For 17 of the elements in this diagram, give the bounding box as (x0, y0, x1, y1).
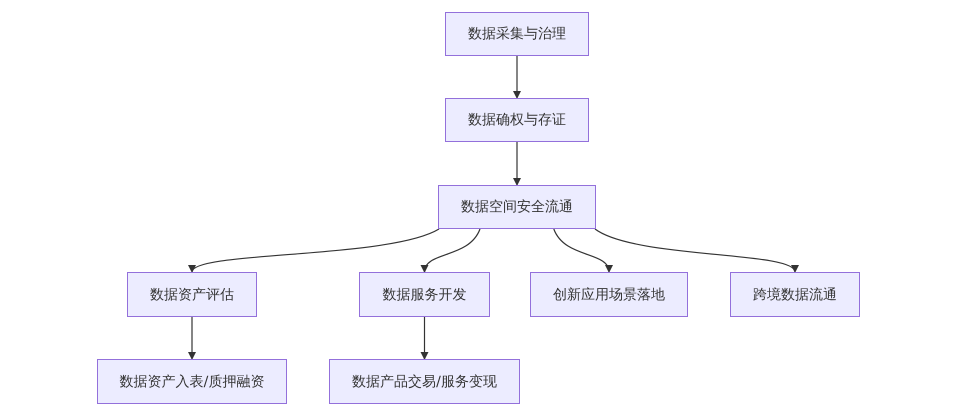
arrow (188, 317, 196, 360)
process-box: 数据确权与存证 (445, 98, 589, 142)
arrow (420, 317, 428, 360)
arrow (422, 228, 481, 273)
process-box: 创新应用场景落地 (530, 272, 688, 317)
arrow (594, 228, 796, 273)
process-box: 数据空间安全流通 (438, 185, 596, 229)
process-box: 跨境数据流通 (730, 272, 860, 317)
process-box: 数据产品交易/服务变现 (329, 359, 520, 404)
process-box: 数据采集与治理 (445, 12, 589, 56)
arrow (191, 228, 440, 273)
process-box: 数据服务开发 (359, 272, 490, 317)
arrow (513, 142, 521, 186)
arrow (513, 56, 521, 99)
process-box: 数据资产评估 (127, 272, 257, 317)
process-box: 数据资产入表/质押融资 (97, 359, 287, 404)
arrow (553, 228, 612, 273)
